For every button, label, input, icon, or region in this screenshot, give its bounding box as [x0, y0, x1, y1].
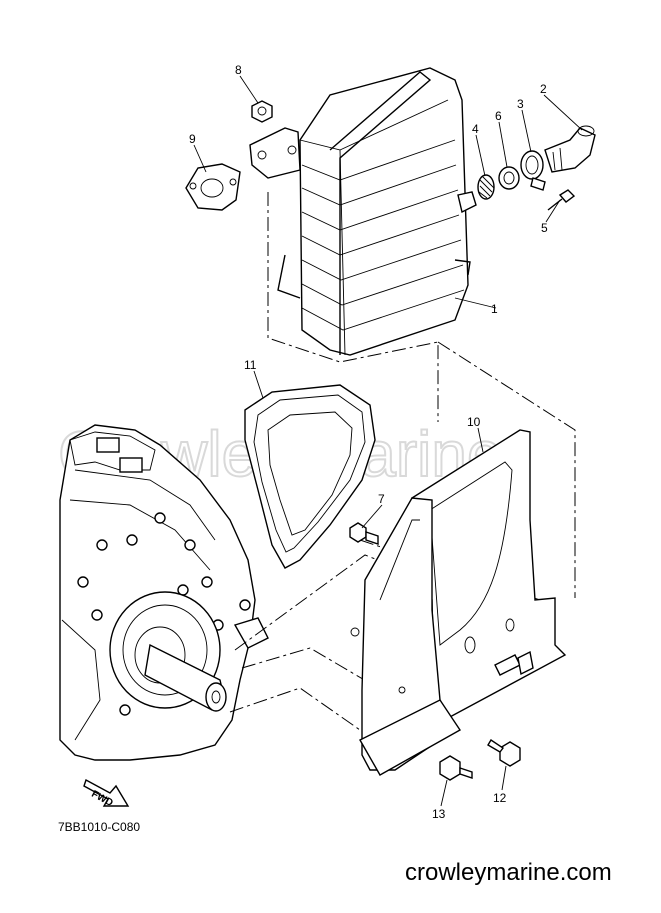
callout-8: 8: [235, 63, 242, 77]
diagram-code: 7BB1010-C080: [58, 820, 140, 834]
clamp: [520, 150, 546, 191]
gasket: [185, 163, 241, 211]
callout-4: 4: [472, 122, 479, 136]
callout-7: 7: [378, 492, 385, 506]
washer: [498, 166, 520, 190]
site-footer-text: crowleymarine.com: [405, 859, 612, 886]
callout-10: 10: [467, 415, 481, 429]
callout-13: 13: [432, 807, 446, 821]
callout-6: 6: [495, 109, 502, 123]
muffler: [249, 67, 477, 356]
callout-5: 5: [541, 221, 548, 235]
callout-1: 1: [491, 302, 498, 316]
muffler-bracket: [350, 429, 567, 776]
elbow-pipe: [544, 125, 596, 173]
callouts: 1 2 3 4 5 6 7 8 9 10 11 12 13: [189, 63, 548, 821]
callout-3: 3: [517, 97, 524, 111]
callout-9: 9: [189, 132, 196, 146]
screen: [477, 174, 495, 200]
leader-lines: [193, 75, 583, 807]
callout-11: 11: [244, 358, 257, 372]
bolt-13: [439, 755, 473, 781]
engine-block: [59, 424, 269, 761]
screw: [547, 189, 576, 211]
callout-12: 12: [493, 791, 507, 805]
callout-2: 2: [540, 82, 547, 96]
bolt-12: [487, 739, 521, 767]
heat-shield-gasket: [244, 384, 376, 569]
fwd-arrow-icon: FWD: [83, 778, 130, 809]
nut: [251, 100, 273, 123]
